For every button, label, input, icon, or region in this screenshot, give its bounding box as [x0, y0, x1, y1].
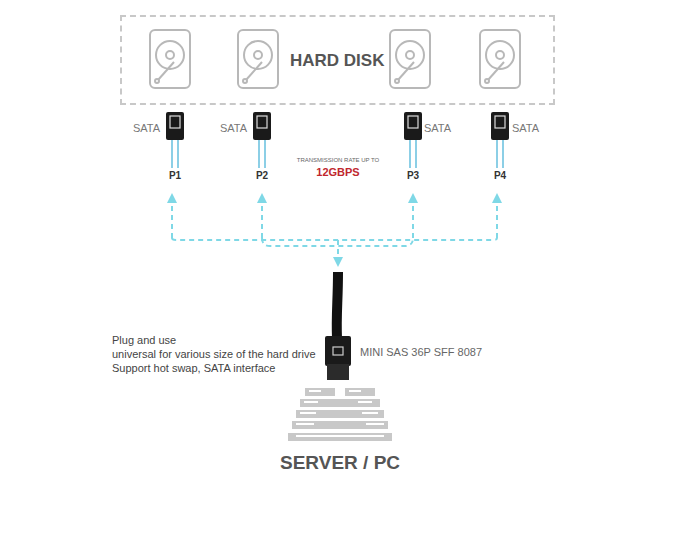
connector-label: SATA [424, 122, 451, 135]
connector-label: SATA [512, 122, 539, 135]
feature-note: Plug and use [112, 334, 176, 347]
port-label: P1 [168, 170, 182, 182]
connector-label: SATA [220, 122, 247, 135]
port-label: P2 [255, 170, 269, 182]
hard-disk-icons [150, 30, 520, 88]
port-label: P3 [406, 170, 420, 182]
rate-value: 12GBPS [315, 166, 360, 179]
port-label: P4 [493, 170, 507, 182]
signal-arrows [172, 198, 497, 262]
sata-plugs [166, 112, 509, 168]
server-pc: SERVER / PC [280, 384, 400, 478]
hard-disk-box: HARD DISK [120, 15, 555, 105]
connector-label: SATA [133, 122, 160, 135]
server-icon [288, 388, 392, 441]
feature-note: universal for various size of the hard d… [112, 348, 316, 361]
feature-note: Support hot swap, SATA interface [112, 362, 275, 375]
node-title: HARD DISK [290, 51, 384, 71]
mini-sas-cable [325, 272, 351, 380]
node-title: SERVER / PC [280, 452, 400, 474]
rate-note: TRANSMISSION RATE UP TO [296, 157, 381, 164]
cable-label: MINI SAS 36P SFF 8087 [360, 346, 482, 359]
